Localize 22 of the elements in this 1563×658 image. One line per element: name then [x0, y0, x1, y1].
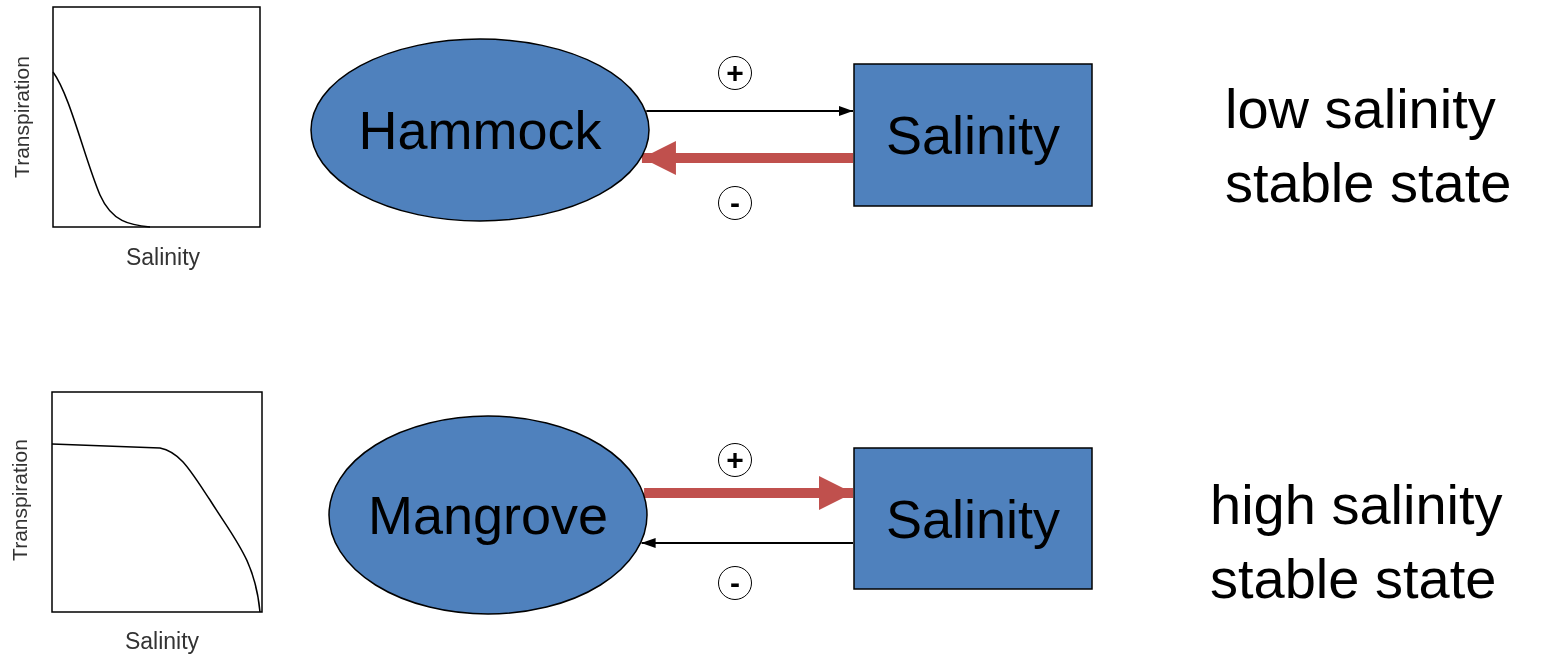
- arrow: [645, 106, 854, 116]
- ellipse-node: [310, 38, 650, 222]
- state-label: low salinity stable state: [1225, 76, 1513, 217]
- state-label: high salinity stable state: [1210, 472, 1504, 613]
- edge-label: -: [718, 566, 752, 600]
- axis-label: Transpiration: [10, 56, 34, 178]
- edge-label: +: [718, 443, 752, 477]
- node-label: Hammock: [358, 99, 602, 161]
- edge-label: -: [718, 186, 752, 220]
- ellipse-node: [328, 415, 648, 615]
- process-box: [853, 63, 1093, 207]
- arrow: [641, 141, 853, 175]
- process-box: [853, 447, 1093, 590]
- arrow: [640, 538, 854, 548]
- axis-label: Salinity: [124, 627, 200, 655]
- node-label: Salinity: [885, 104, 1061, 166]
- axis-label: Salinity: [125, 243, 201, 271]
- node-label: Salinity: [885, 487, 1061, 550]
- arrow: [644, 476, 853, 510]
- axis-label: Transpiration: [8, 439, 32, 561]
- node-label: Mangrove: [367, 484, 609, 546]
- edge-label: +: [718, 56, 752, 90]
